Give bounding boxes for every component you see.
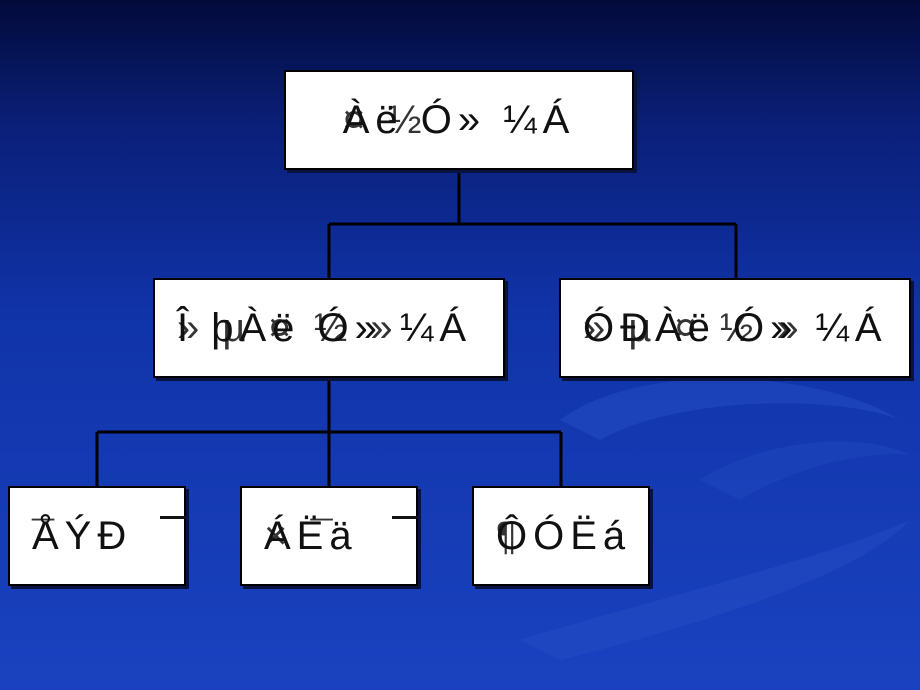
- level1-left-label: Î þÀë Ó» ¼Á » µ ¤ ½ »: [177, 306, 473, 350]
- level1-right-node: ÓÐÀë Ó» ¼Á » µ ¤ ½ »: [559, 278, 911, 378]
- level1-right-label: ÓÐÀë Ó» ¼Á » µ ¤ ½ »: [583, 306, 888, 350]
- glyph-overlay: ¶: [496, 514, 524, 558]
- level1-left-node: Î þÀë Ó» ¼Á » µ ¤ ½ »: [153, 278, 505, 378]
- overline-mark: [392, 516, 418, 519]
- glyph-overlay: ¯: [32, 514, 61, 558]
- level2-node-1-label: ÅÝÐ ¯: [32, 514, 133, 558]
- glyph-overlay: » µ ¤ ½ »: [177, 306, 399, 350]
- overline-mark: [160, 516, 186, 519]
- level2-node-2-label: ÁËä × ¯: [264, 514, 358, 558]
- root-node-label: Àë Ó» ¼Á ¤ ½: [342, 98, 576, 142]
- level2-node-3-label: ÔÓËá ¶: [496, 514, 632, 558]
- level2-node-2: ÁËä × ¯: [240, 486, 418, 586]
- level2-node-3: ÔÓËá ¶: [472, 486, 650, 586]
- glyph-overlay: ¤ ½: [342, 98, 428, 142]
- glyph-overlay: » µ ¤ ½ »: [583, 306, 805, 350]
- root-node: Àë Ó» ¼Á ¤ ½: [284, 70, 634, 170]
- glyph-overlay: × ¯: [264, 514, 339, 558]
- level2-node-1: ÅÝÐ ¯: [8, 486, 186, 586]
